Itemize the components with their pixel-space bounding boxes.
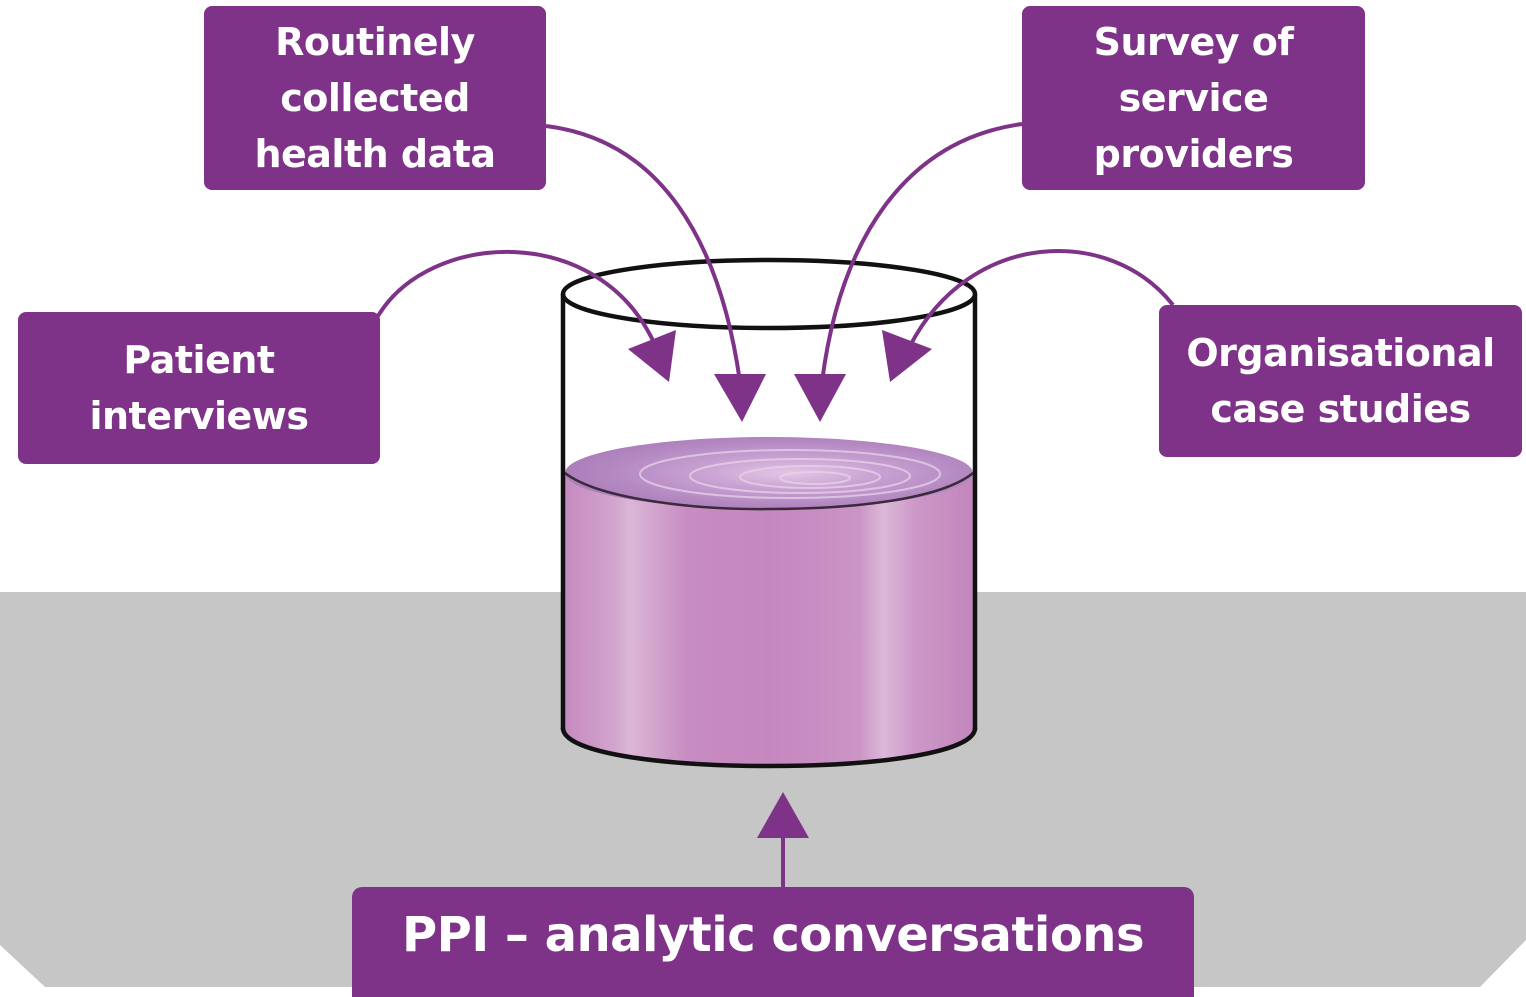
source-box-patient-interviews: Patient interviews — [18, 312, 380, 464]
arrowhead-patient — [628, 330, 676, 382]
arrow-survey-providers — [820, 122, 1023, 383]
arrowhead-organisational — [882, 330, 932, 382]
arrowhead-ppi — [757, 792, 809, 838]
arrow-organisational-studies — [908, 249, 1175, 347]
source-box-survey-providers: Survey of service providers — [1022, 6, 1365, 190]
container-bottom-rim — [560, 727, 978, 769]
arrowhead-survey — [794, 374, 846, 422]
arrow-patient-interviews — [376, 249, 657, 346]
curved-arrow-icon — [376, 122, 1175, 888]
source-label-survey-providers: Survey of service providers — [1093, 20, 1294, 176]
liquid-body — [565, 473, 973, 764]
source-box-organisational-studies: Organisational case studies — [1159, 305, 1522, 457]
arrow-routinely-collected — [545, 124, 742, 383]
source-label-routinely-collected: Routinely collected health data — [254, 20, 496, 176]
beaker-icon — [560, 257, 978, 769]
ppi-box: PPI – analytic conversations — [352, 887, 1194, 997]
swirl-pattern — [639, 449, 941, 499]
source-label-patient-interviews: Patient interviews — [89, 338, 309, 438]
arrowhead-routinely — [714, 374, 766, 422]
ppi-label: PPI – analytic conversations — [401, 907, 1145, 963]
source-box-routinely-collected: Routinely collected health data — [204, 6, 546, 190]
liquid-surface — [565, 437, 973, 509]
container-top-rim — [560, 257, 978, 331]
source-label-organisational-studies: Organisational case studies — [1186, 331, 1495, 431]
